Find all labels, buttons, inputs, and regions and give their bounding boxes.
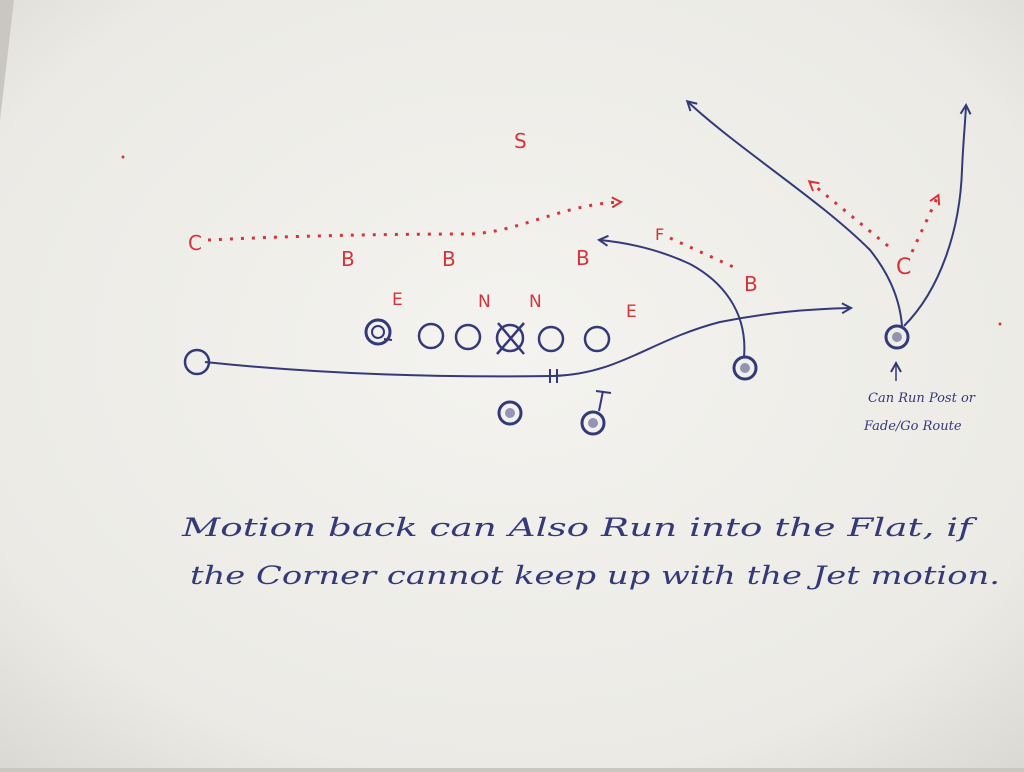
lineman-4-circle — [537, 325, 565, 353]
wide-receiver-marker — [884, 324, 910, 350]
lineman-2-circle — [454, 323, 482, 351]
defense-nose-1: N — [478, 292, 491, 312]
receiver-note-line1: Can Run Post or — [868, 391, 976, 406]
ink-speck — [121, 155, 125, 159]
bottom-note-line2: the Corner cannot keep up with the Jet m… — [190, 561, 1000, 590]
running-back-marker — [580, 410, 606, 436]
motion-back-start — [183, 348, 211, 376]
defense-backer-4: B — [744, 272, 758, 296]
fade-route — [903, 106, 966, 327]
offensive-line — [364, 318, 611, 355]
defense-end-right: E — [626, 302, 637, 322]
defense-corner-left: C — [188, 231, 202, 255]
defense-backer-2: B — [442, 247, 456, 271]
defense-end-left: E — [392, 290, 403, 310]
defense-free: F — [655, 225, 664, 244]
jet-motion-path — [204, 308, 850, 378]
defense-backer-1: B — [341, 247, 355, 271]
defense-safety: S — [514, 129, 527, 153]
lineman-5-circle — [583, 325, 611, 353]
defense-nose-2: N — [529, 292, 542, 312]
post-route — [688, 102, 903, 327]
free-safety-route — [669, 236, 741, 272]
center-circle — [495, 323, 525, 353]
lineman-1-circle — [417, 322, 445, 350]
bottom-note-line1: Motion back can Also Run into the Flat, … — [181, 513, 978, 542]
ink-speck — [998, 322, 1002, 326]
slot-receiver-route — [600, 240, 746, 358]
defense-backer-3: B — [576, 246, 590, 270]
defense-corner-right: C — [896, 255, 911, 280]
tight-end-marker — [364, 318, 392, 346]
receiver-note-line2: Fade/Go Route — [863, 419, 962, 434]
quarterback-marker — [497, 400, 523, 426]
running-back-block — [598, 390, 604, 412]
